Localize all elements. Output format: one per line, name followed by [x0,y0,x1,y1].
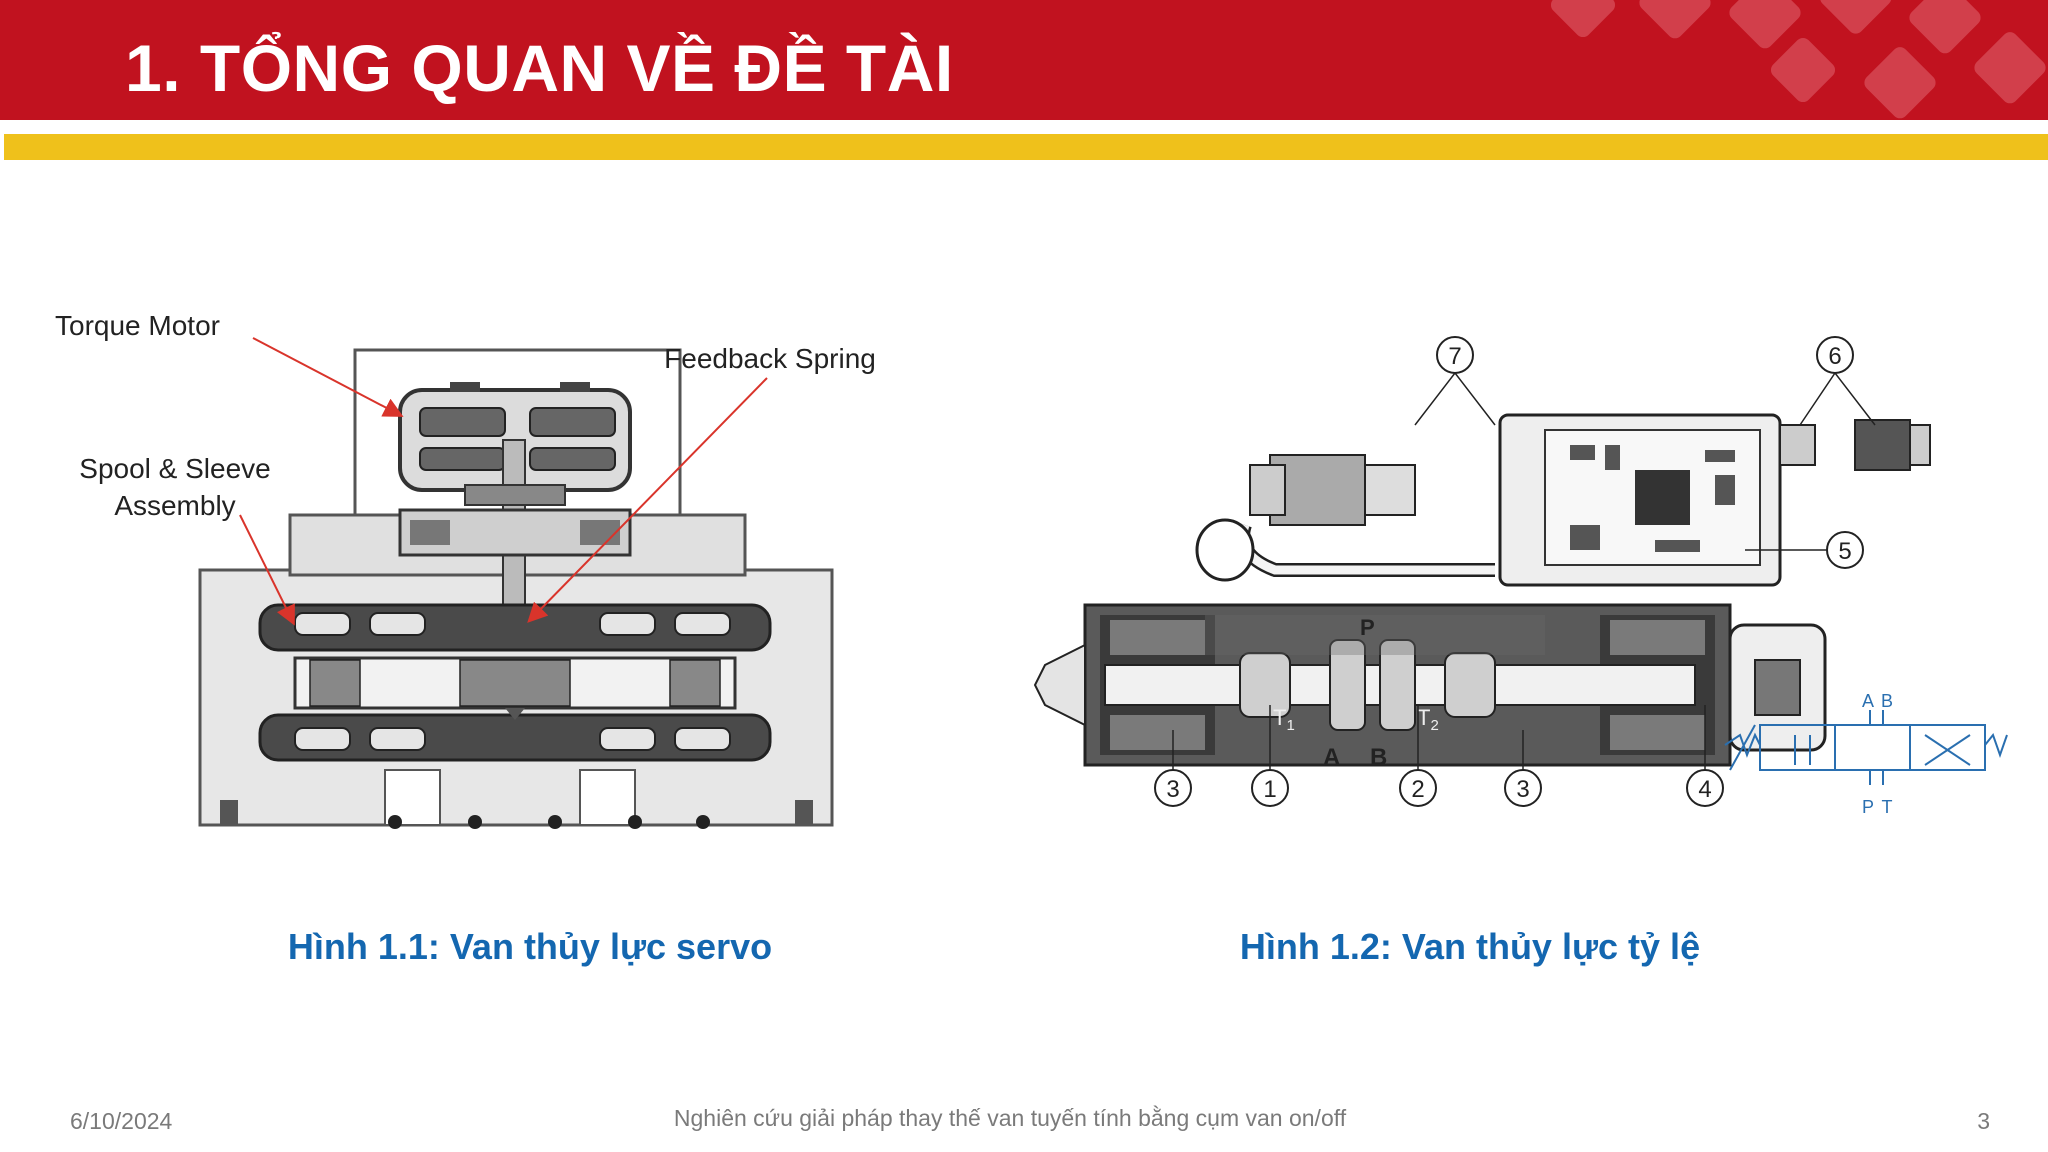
label-feedback-spring: Feedback Spring [664,343,876,374]
figure-2-caption: Hình 1.2: Van thủy lực tỷ lệ [1239,926,1701,967]
callout-1: 1 [1263,776,1276,803]
port-label-t1-sub: 1 [1286,717,1294,734]
svg-text:T2: T2 [1417,705,1439,734]
page-title: 1. TỔNG QUAN VỀ ĐỀ TÀI [125,31,954,105]
callout-6: 6 [1828,343,1841,370]
header-diamond-pattern [1550,0,2046,119]
symbol-label-t: T [1882,797,1893,817]
callout-7: 7 [1448,343,1461,370]
label-torque-motor: Torque Motor [55,310,220,341]
figure-1-caption: Hình 1.1: Van thủy lực servo [287,926,773,967]
port-label-a: A [1323,744,1340,771]
header-bar: 1. TỔNG QUAN VỀ ĐỀ TÀI [0,0,2048,120]
callout-3-left: 3 [1166,776,1179,803]
svg-text:T1: T1 [1273,705,1295,734]
footer-subject: Nghiên cứu giải pháp thay thế van tuyến … [673,1105,1347,1131]
symbol-label-a: A [1862,691,1874,711]
servo-valve-diagram: Torque Motor Feedback Spring Spool & Sle… [55,310,876,829]
callout-2: 2 [1411,776,1424,803]
proportional-valve-diagram: P A B T1 T2 3 1 2 3 4 5 6 7 [1033,336,2008,817]
callout-3-right: 3 [1516,776,1529,803]
symbol-label-b: B [1881,691,1893,711]
accent-bar [4,134,2048,160]
port-label-b: B [1370,744,1387,771]
header-divider [0,120,2048,132]
port-label-t2-sub: 2 [1430,717,1438,734]
page-number: 3 [1977,1108,1990,1134]
port-label-p: P [1360,615,1375,640]
label-spool-line2: Assembly [114,490,235,521]
port-label-t2: T [1417,705,1430,730]
label-spool-line1: Spool & Sleeve [79,453,270,484]
callout-4: 4 [1698,776,1711,803]
callout-5: 5 [1838,538,1851,565]
port-label-t1: T [1273,705,1286,730]
symbol-label-p: P [1862,797,1874,817]
footer-date: 6/10/2024 [70,1108,173,1134]
